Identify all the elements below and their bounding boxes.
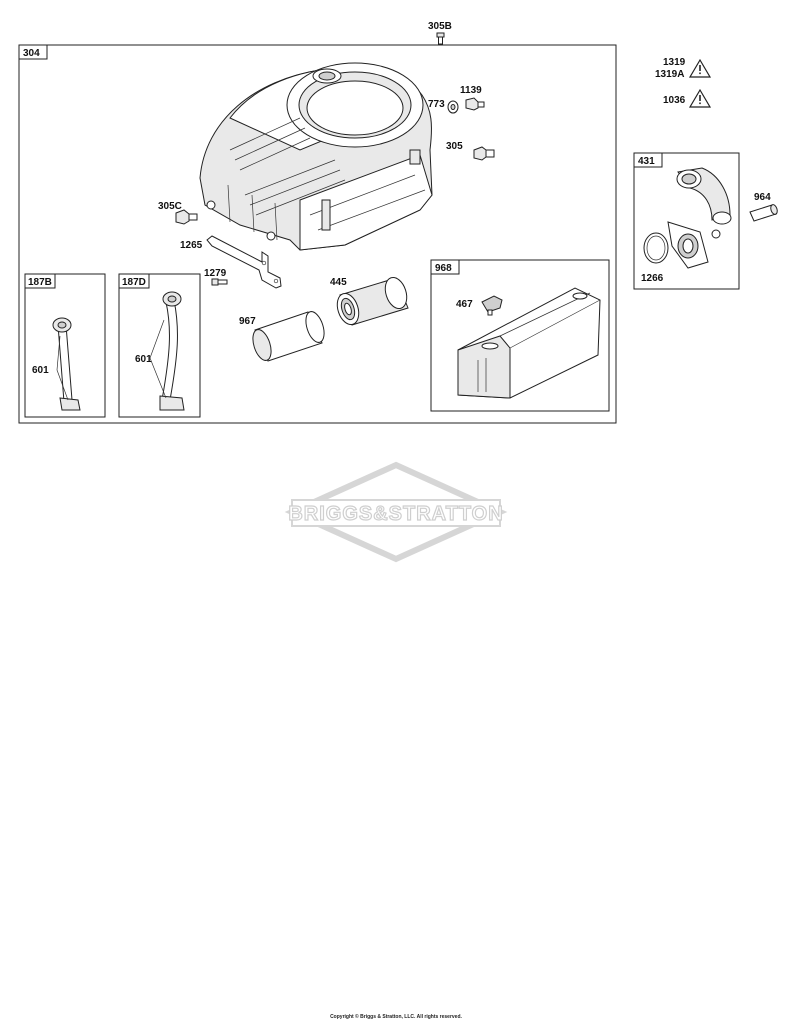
tube-964: 964 <box>749 192 778 222</box>
box-label-187D: 187D <box>122 277 146 288</box>
watermark-text: BRIGGS&STRATTON <box>288 503 503 525</box>
assembly-box-968: 968 467 <box>430 259 610 412</box>
callout-964: 964 <box>754 192 771 203</box>
callout-1266: 1266 <box>641 273 664 284</box>
assembly-box-431: 431 1266 <box>633 152 740 290</box>
callout-305C: 305C <box>158 201 182 212</box>
washer-773: 773 <box>428 99 459 114</box>
warning-triangle-icon <box>688 88 712 108</box>
warning-triangle-icon <box>688 58 712 78</box>
watermark-logo: BRIGGS&STRATTON <box>284 461 508 563</box>
callout-1319: 1319 <box>663 57 686 68</box>
assembly-box-187B: 187B 601 <box>24 273 106 418</box>
callout-467: 467 <box>456 299 473 310</box>
box-label-187B: 187B <box>28 277 52 288</box>
callout-1279: 1279 <box>204 268 227 279</box>
callout-305: 305 <box>446 141 463 152</box>
callout-773: 773 <box>428 99 445 110</box>
blower-housing <box>199 62 433 251</box>
box-label-968: 968 <box>435 263 452 274</box>
callout-445: 445 <box>330 277 347 288</box>
bolt-305: 305 <box>446 141 495 161</box>
box-label-304: 304 <box>23 48 40 59</box>
assembly-box-304: 304 <box>18 44 617 424</box>
air-filter-445: 445 <box>330 276 409 326</box>
warning-labels: 1319 1319A 1036 <box>655 57 712 108</box>
pre-cleaner-967: 967 <box>239 311 325 362</box>
screw-1279: 1279 <box>204 268 228 286</box>
box-label-431: 431 <box>638 156 655 167</box>
bracket-1265: 1265 <box>180 235 282 289</box>
callout-1319A: 1319A <box>655 69 684 80</box>
bolt-305C: 305C <box>158 201 198 225</box>
callout-967: 967 <box>239 316 256 327</box>
callout-1036: 1036 <box>663 95 686 106</box>
bolt-1139: 1139 <box>460 85 485 111</box>
callout-601-a: 601 <box>32 365 49 376</box>
assembly-box-187D: 187D 601 <box>118 273 201 418</box>
copyright-notice: Copyright © Briggs & Stratton, LLC. All … <box>330 1014 462 1020</box>
screw-305B: 305B <box>428 21 452 45</box>
callout-601-b: 601 <box>135 354 152 365</box>
callout-305B: 305B <box>428 21 452 32</box>
callout-1139: 1139 <box>460 85 482 96</box>
callout-1265: 1265 <box>180 240 203 251</box>
